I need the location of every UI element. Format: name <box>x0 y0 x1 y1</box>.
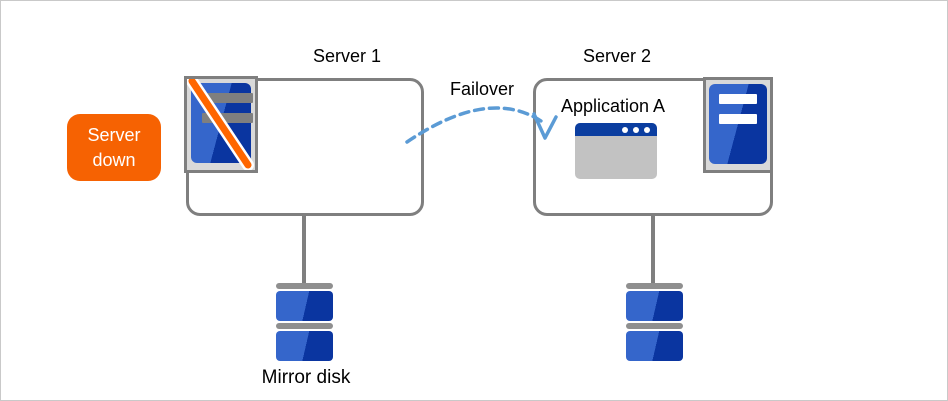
disk-cap <box>626 323 683 329</box>
server-drive-bar-icon <box>202 113 253 123</box>
window-titlebar <box>575 123 657 136</box>
server-drive-bar-icon <box>719 114 757 124</box>
disk-cap <box>276 323 333 329</box>
server-down-badge: Server down <box>67 114 161 181</box>
connector-line-server2-disk <box>651 214 655 284</box>
application-label: Application A <box>560 96 666 116</box>
server-drive-bar-icon <box>202 93 253 103</box>
server1-title: Server 1 <box>312 46 382 66</box>
connector-line-server1-disk <box>302 214 306 284</box>
disk-cap <box>626 283 683 289</box>
application-window-icon <box>575 123 657 179</box>
server-down-label: Server down <box>87 124 141 170</box>
disk-platter <box>276 291 333 321</box>
disk-cap <box>276 283 333 289</box>
disk-platter <box>276 331 333 361</box>
server-chassis-icon <box>709 84 767 164</box>
window-dot-icon <box>633 126 639 133</box>
mirror-disk-icon-server2 <box>626 283 683 361</box>
mirror-disk-label: Mirror disk <box>261 367 351 388</box>
server2-server-icon <box>703 77 773 173</box>
mirror-disk-icon-server1 <box>276 283 333 361</box>
failover-label: Failover <box>449 79 515 99</box>
window-dot-icon <box>644 126 650 133</box>
disk-platter <box>626 291 683 321</box>
failover-arrow-icon <box>405 106 558 144</box>
server-drive-bar-icon <box>719 94 757 104</box>
disk-platter <box>626 331 683 361</box>
down-slash-icon <box>187 79 254 170</box>
server1-server-icon <box>184 76 258 173</box>
window-dot-icon <box>622 126 628 133</box>
server2-title: Server 2 <box>582 46 652 66</box>
